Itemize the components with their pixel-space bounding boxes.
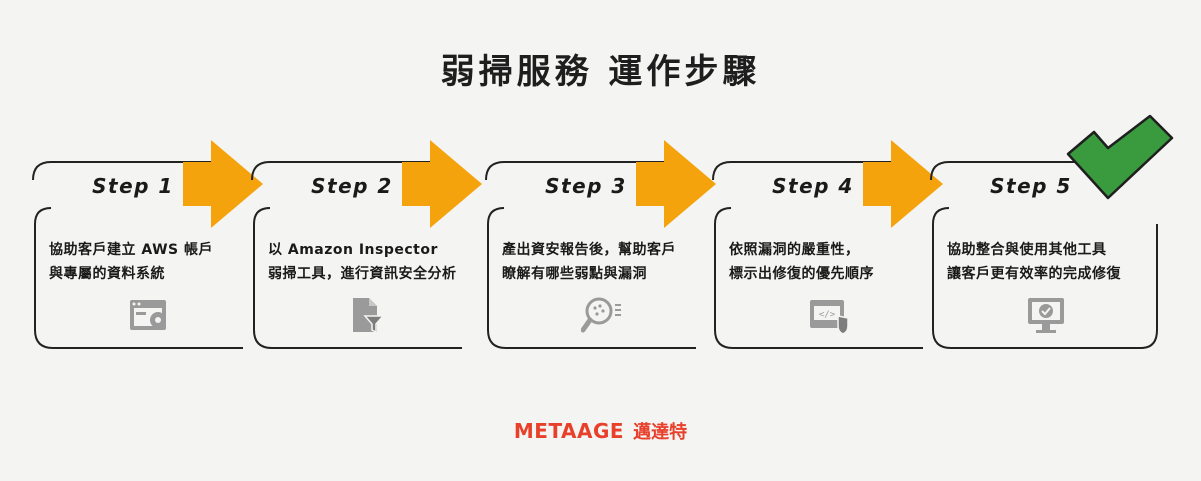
step-label: Step 4 [772, 174, 854, 198]
brand-name-zh: 邁達特 [633, 422, 688, 443]
brand-logo: METAAGE 邁達特 [0, 418, 1201, 444]
step-frame [32, 140, 263, 349]
step-label: Step 2 [311, 174, 393, 198]
step-label: Step 5 [990, 174, 1072, 198]
step-card: 以 Amazon Inspector 弱掃工具，進行資訊安全分析 [252, 208, 482, 348]
arrow-shape [402, 140, 482, 228]
step-1: Step 1 協助客戶建立 AWS 帳戶 與專屬的資料系統 [32, 140, 263, 355]
step-label: Step 3 [545, 174, 627, 198]
step-frame [930, 161, 1158, 349]
step-frame [485, 140, 716, 349]
magnifier-analysis-icon [581, 297, 621, 333]
arrow-shape [863, 140, 943, 228]
step-card: 產出資安報告後，幫助客戶 瞭解有哪些弱點與漏洞 [486, 208, 716, 348]
settings-window-icon [130, 300, 166, 330]
step-frame [251, 140, 482, 349]
step-5: Step 5 協助整合與使用其他工具 讓客戶更有效率的完成修復 [930, 140, 1161, 355]
arrow-shape [183, 140, 263, 228]
svg-text:</>: </> [819, 310, 836, 320]
step-text: 協助整合與使用其他工具 讓客戶更有效率的完成修復 [947, 242, 1121, 282]
step-label: Step 1 [92, 174, 174, 198]
document-filter-icon [353, 298, 385, 334]
page-title: 弱掃服務 運作步驟 [440, 52, 761, 92]
step-card: 協助整合與使用其他工具 讓客戶更有效率的完成修復 [931, 208, 1161, 348]
check-icon [1066, 114, 1174, 200]
step-text: 依照漏洞的嚴重性， 標示出修復的優先順序 [729, 242, 874, 282]
monitor-check-icon [1028, 298, 1064, 333]
step-text: 產出資安報告後，幫助客戶 瞭解有哪些弱點與漏洞 [502, 242, 676, 282]
arrow-shape [636, 140, 716, 228]
step-card: 協助客戶建立 AWS 帳戶 與專屬的資料系統 [33, 208, 263, 348]
step-2: Step 2 以 Amazon Inspector 弱掃工具，進行資訊安全分析 [251, 140, 482, 355]
step-text: 協助客戶建立 AWS 帳戶 與專屬的資料系統 [49, 242, 213, 282]
code-shield-icon: </> [810, 300, 849, 335]
step-4: Step 4 依照漏洞的嚴重性， 標示出修復的優先順序 </> [712, 140, 943, 355]
step-3: Step 3 產出資安報告後，幫助客戶 瞭解有哪些弱點與漏洞 [485, 140, 716, 355]
step-card: 依照漏洞的嚴重性， 標示出修復的優先順序 </> [713, 208, 943, 348]
step-frame [712, 140, 943, 349]
step-text: 以 Amazon Inspector 弱掃工具，進行資訊安全分析 [268, 242, 457, 282]
brand-name-en: METAAGE [513, 419, 625, 443]
